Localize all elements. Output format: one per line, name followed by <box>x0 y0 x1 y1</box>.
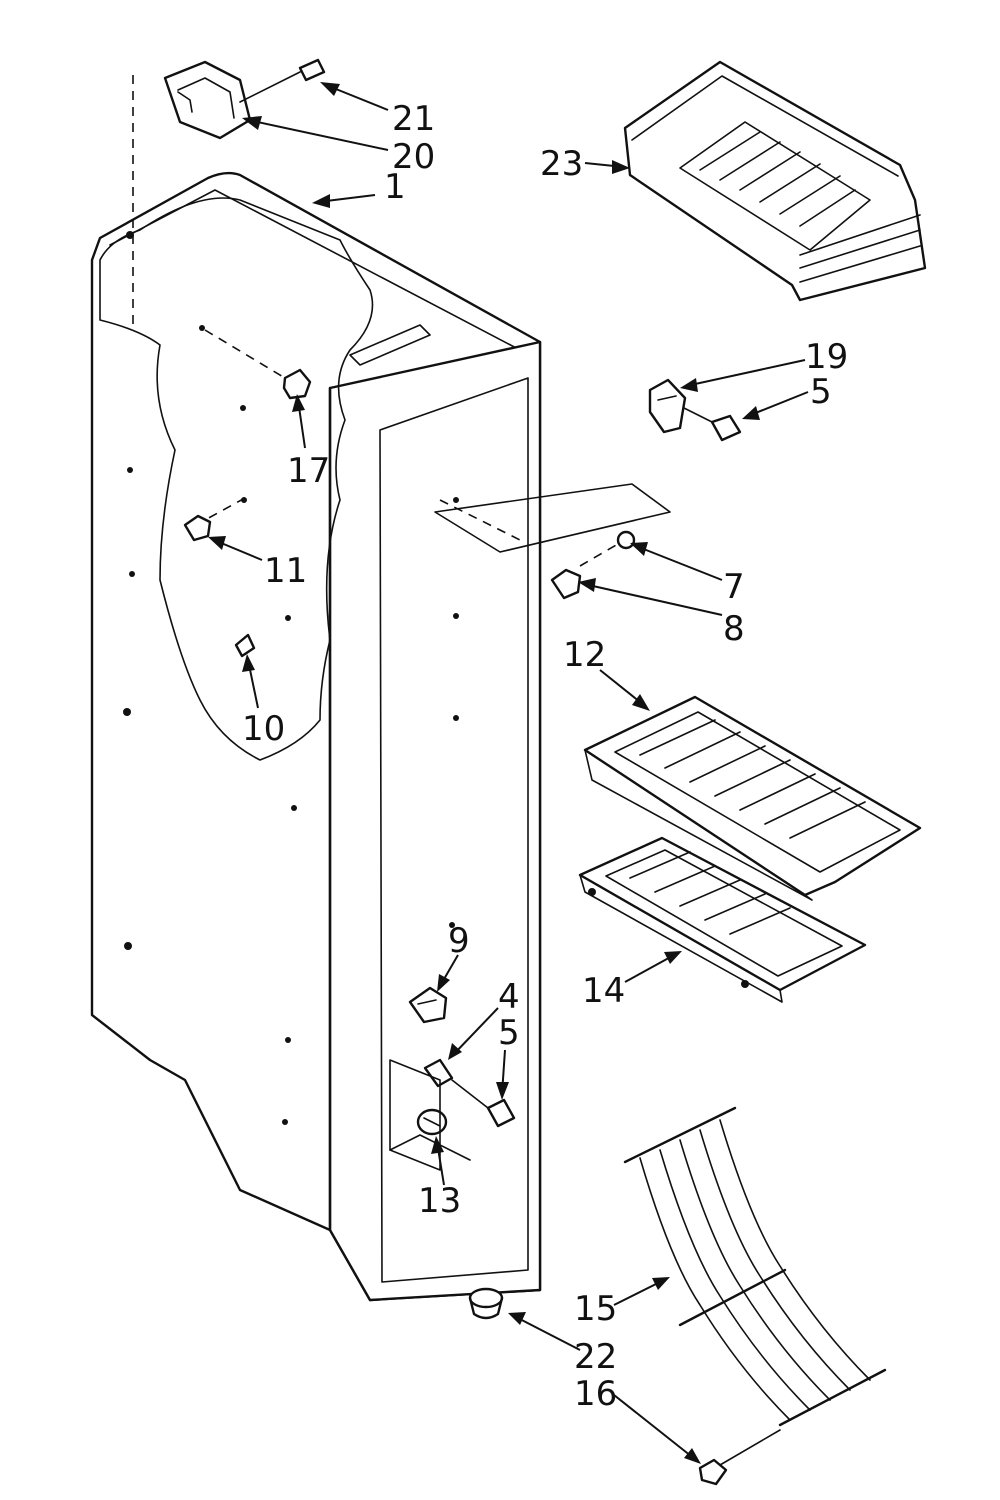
screw-5-upper <box>683 407 742 442</box>
clip-11 <box>183 497 246 542</box>
callout-11: 11 <box>264 551 307 591</box>
callout-5-upper: 5 <box>810 372 832 412</box>
part-7 <box>579 530 636 567</box>
clip-17 <box>204 329 312 400</box>
callout-19: 19 <box>805 337 848 377</box>
bracket-16 <box>698 1429 781 1486</box>
ice-bin-23 <box>623 60 927 302</box>
callout-labels: 21 20 1 23 19 5 17 11 7 8 12 10 9 14 4 5… <box>242 99 848 1414</box>
callout-17: 17 <box>287 451 330 491</box>
cap-22 <box>468 1287 504 1320</box>
part-8 <box>550 568 582 600</box>
callout-10: 10 <box>242 709 285 749</box>
part-13 <box>416 1108 448 1136</box>
callout-8: 8 <box>723 609 745 649</box>
callout-7: 7 <box>723 567 745 607</box>
callout-12: 12 <box>563 635 606 675</box>
callout-13: 13 <box>418 1181 461 1221</box>
clip-10 <box>234 633 256 658</box>
bracket-20 <box>163 60 252 140</box>
callout-20: 20 <box>392 137 435 177</box>
label-plate <box>434 483 671 553</box>
shelf-12 <box>583 695 922 901</box>
callout-23: 23 <box>540 144 583 184</box>
callout-4: 4 <box>498 977 520 1017</box>
callout-16: 16 <box>574 1374 617 1414</box>
wire-basket-15 <box>623 1106 887 1427</box>
callout-1: 1 <box>384 167 406 207</box>
leader-lines <box>208 82 809 1464</box>
callout-5-lower: 5 <box>498 1013 520 1053</box>
callout-15: 15 <box>574 1289 617 1329</box>
part-9 <box>408 922 455 1024</box>
callout-22: 22 <box>574 1337 617 1377</box>
callout-9: 9 <box>448 921 470 961</box>
part-4 <box>423 1058 454 1088</box>
callout-14: 14 <box>582 971 625 1011</box>
callout-21: 21 <box>392 99 435 139</box>
bracket-19 <box>648 378 687 434</box>
shelf-14 <box>578 836 867 1003</box>
freezer-liner <box>90 75 542 1302</box>
screw-5-lower <box>451 1079 516 1128</box>
screw-21 <box>239 58 326 103</box>
